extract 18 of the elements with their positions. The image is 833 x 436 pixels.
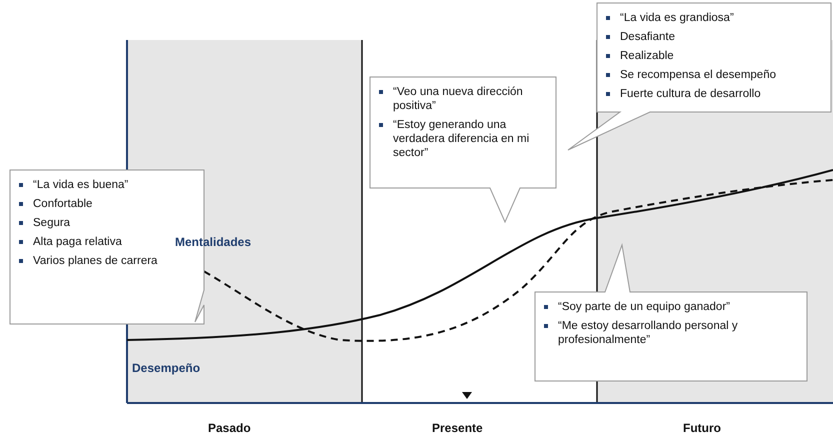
bullet-text: Confortable (18, 197, 182, 211)
bullet-text: “Me estoy desarrollando personal y profesionalmente” (543, 319, 785, 347)
curve-label: Desempeño (132, 361, 200, 375)
axis-label: Futuro (683, 421, 721, 435)
bullet-text: “Soy parte de un equipo ganador” (543, 300, 785, 314)
bullet-text: “Veo una nueva dirección positiva” (378, 85, 534, 113)
axis-label: Pasado (208, 421, 251, 435)
curve-label: Mentalidades (175, 235, 252, 249)
bullet-text: “Estoy generando una verdadera diferencia en mi sector” (378, 118, 534, 160)
bullet-text: Se recompensa el desempeño (605, 68, 809, 82)
bullet-text: Segura (18, 216, 182, 230)
bullet-text: Varios planes de carrera (18, 254, 182, 268)
bullet-text: “La vida es grandiosa” (605, 11, 809, 25)
bullet-text: Fuerte cultura de desarrollo (605, 87, 809, 101)
bullet-text: “La vida es buena” (18, 178, 182, 192)
bullet-text: Desafiante (605, 30, 809, 44)
bullet-text: Realizable (605, 49, 809, 63)
axis-label: Presente (432, 421, 483, 435)
